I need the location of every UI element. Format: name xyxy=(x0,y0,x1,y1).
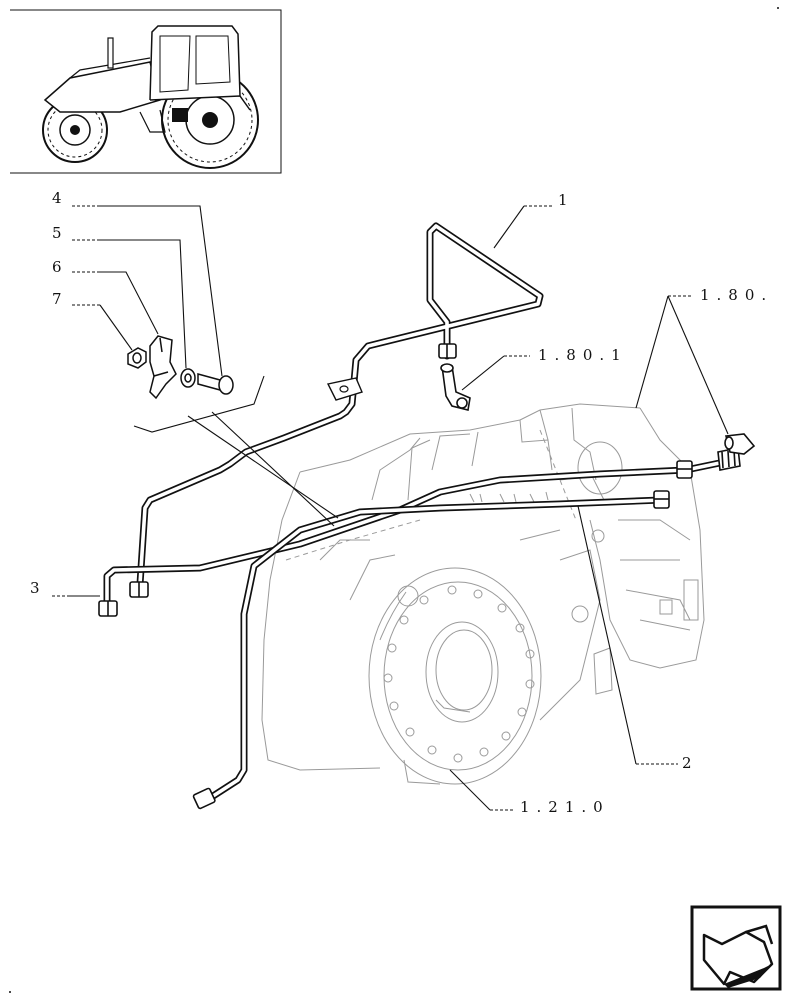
pipe-bracket xyxy=(326,377,363,401)
reference-1-80-1: 1.80.1 xyxy=(538,346,628,364)
callout-3: 3 xyxy=(30,579,40,597)
nut-pipe-3-bottom xyxy=(98,600,118,617)
callout-6: 6 xyxy=(52,258,62,276)
pipe-1 xyxy=(134,222,544,594)
callout-labels: 1 2 3 4 5 6 7 1.80. 1.80.1 1.21.0 xyxy=(30,189,773,816)
reference-1-80: 1.80. xyxy=(700,286,773,304)
corner-speck-top xyxy=(777,7,779,9)
pipe-3 xyxy=(103,456,738,612)
washer-part-5 xyxy=(180,368,196,388)
callout-2: 2 xyxy=(682,754,692,772)
elbow-fitting-1801 xyxy=(440,363,471,411)
nut-pipe-2-right xyxy=(653,490,670,509)
nut-pipe-1-top xyxy=(438,343,457,359)
clamp-part-6 xyxy=(149,335,177,400)
reference-1-21-0: 1.21.0 xyxy=(520,798,610,816)
nut-part-7 xyxy=(127,347,147,369)
pipe-2 xyxy=(206,496,666,802)
leader-lines xyxy=(52,205,729,811)
callout-4: 4 xyxy=(52,189,62,207)
pipe-fittings xyxy=(98,343,756,810)
nut-pipe-3-right xyxy=(676,460,693,479)
connector-180 xyxy=(717,433,756,471)
corner-speck-bottom xyxy=(9,991,11,993)
nut-pipe-1-bottom xyxy=(129,581,149,598)
tractor-thumbnail-icon xyxy=(10,9,282,174)
bolt-part-4 xyxy=(197,373,234,395)
previous-page-arrow-icon[interactable] xyxy=(690,905,782,991)
callout-5: 5 xyxy=(52,224,62,242)
nut-pipe-2-bottom xyxy=(192,787,216,810)
clamp-assembly xyxy=(127,335,234,400)
transmission-housing-outline xyxy=(261,403,705,785)
callout-7: 7 xyxy=(52,290,62,308)
callout-1: 1 xyxy=(558,191,568,209)
